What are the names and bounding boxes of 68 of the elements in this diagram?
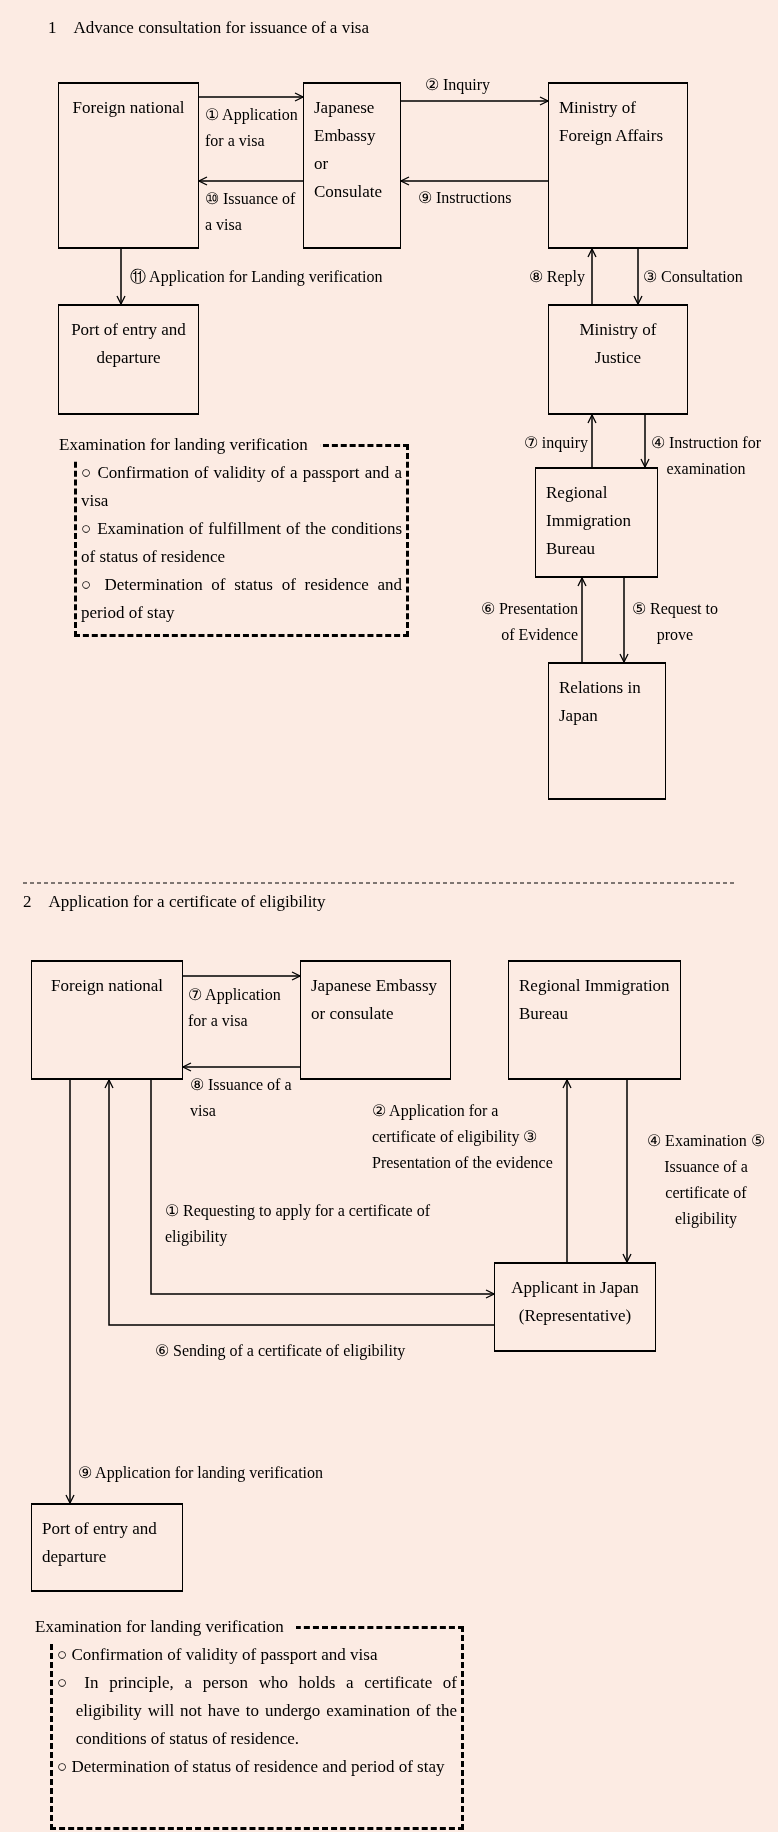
edge-label: ② Inquiry — [425, 75, 492, 96]
process-box — [548, 82, 688, 249]
arrow — [587, 248, 597, 305]
arrow — [619, 577, 629, 663]
edge-label: ⑦ Application for a visa — [188, 985, 282, 1031]
note-item: ○ Confirmation of validity of passport and visa — [57, 1644, 379, 1666]
arrow — [198, 176, 304, 186]
arrow — [182, 1062, 301, 1072]
edge-label: ② Application for a certificate of eligibility ③ Presentation of the evidence — [372, 1101, 554, 1173]
arrow — [633, 248, 643, 305]
edge-label: ⑧ Reply — [527, 267, 585, 288]
box-label: Foreign national — [71, 97, 186, 119]
arrow — [577, 577, 587, 663]
box-label: Applicant in Japan (Representative) — [510, 1277, 640, 1327]
process-box — [31, 960, 183, 1080]
box-label: Ministry of Foreign Affairs — [559, 97, 665, 147]
process-box — [548, 304, 688, 415]
process-box — [303, 82, 401, 249]
edge-label: ① Application for a visa — [205, 105, 299, 151]
section-heading: 1 Advance consultation for issuance of a visa — [48, 17, 370, 39]
edge-label: ⑧ Issuance of a visa — [190, 1075, 293, 1121]
arrow — [104, 1079, 495, 1326]
section-heading: 2 Application for a certificate of eligibility — [23, 891, 326, 913]
process-box — [508, 960, 681, 1080]
note-item: ○ Confirmation of validity of a passport and a visa — [81, 462, 402, 512]
note-item: ○ In principle, a person who holds a certificate of eligibility will not have to undergo examination of the conditions of status of residence. — [57, 1672, 457, 1750]
arrow — [640, 414, 650, 468]
arrow — [198, 92, 304, 102]
arrow — [182, 971, 301, 981]
box-label: Japanese Embassy or consulate — [311, 975, 439, 1025]
box-label: Regional Immigration Bureau — [519, 975, 670, 1025]
arrow — [150, 1079, 495, 1299]
box-label: Port of entry and departure — [42, 1518, 158, 1568]
edge-label: ① Requesting to apply for a certificate of eligibility — [165, 1201, 431, 1248]
note-item: ○ Examination of fulfillment of the conditions of status of residence — [81, 518, 402, 568]
arrow — [116, 248, 126, 305]
edge-label: ④ Instruction for examination — [650, 433, 762, 479]
box-label: Port of entry and departure — [70, 319, 187, 369]
arrow — [622, 1079, 632, 1263]
box-label: Japanese Embassy or Consulate — [314, 97, 383, 203]
edge-label: ⑨ Instructions — [418, 188, 513, 208]
arrow — [400, 96, 549, 106]
edge-label: ⑥ Sending of a certificate of eligibility — [155, 1341, 407, 1362]
box-label: Foreign national — [50, 975, 164, 997]
process-box — [494, 1262, 656, 1352]
edge-label: ④ Examination ⑤ Issuance of a certificate of eligibility — [646, 1131, 766, 1230]
edge-label: ⑤ Request to prove — [631, 599, 719, 646]
process-box — [31, 1503, 183, 1592]
process-box — [535, 467, 658, 578]
process-box — [300, 960, 451, 1080]
process-box — [58, 82, 199, 249]
edge-label: ⑥ Presentation of Evidence — [479, 599, 578, 645]
process-box — [548, 662, 666, 800]
note-item: ○ Determination of status of residence and period of stay — [81, 574, 402, 624]
box-label: Relations in Japan — [559, 677, 642, 727]
edge-label: ③ Consultation — [643, 267, 744, 287]
process-box — [58, 304, 199, 415]
box-label: Ministry of Justice — [578, 319, 658, 369]
arrow — [65, 1079, 75, 1504]
edge-label: ⑪ Application for Landing verification — [130, 267, 384, 288]
arrow — [400, 176, 549, 186]
arrow — [562, 1079, 572, 1263]
edge-label: ⑨ Application for landing verification — [78, 1463, 325, 1484]
edge-label: ⑩ Issuance of a visa — [205, 189, 297, 235]
note-item: ○ Determination of status of residence and period of stay — [57, 1756, 446, 1778]
box-label: Regional Immigration Bureau — [546, 482, 632, 560]
arrow — [587, 414, 597, 468]
edge-label: ⑦ inquiry — [522, 433, 588, 454]
